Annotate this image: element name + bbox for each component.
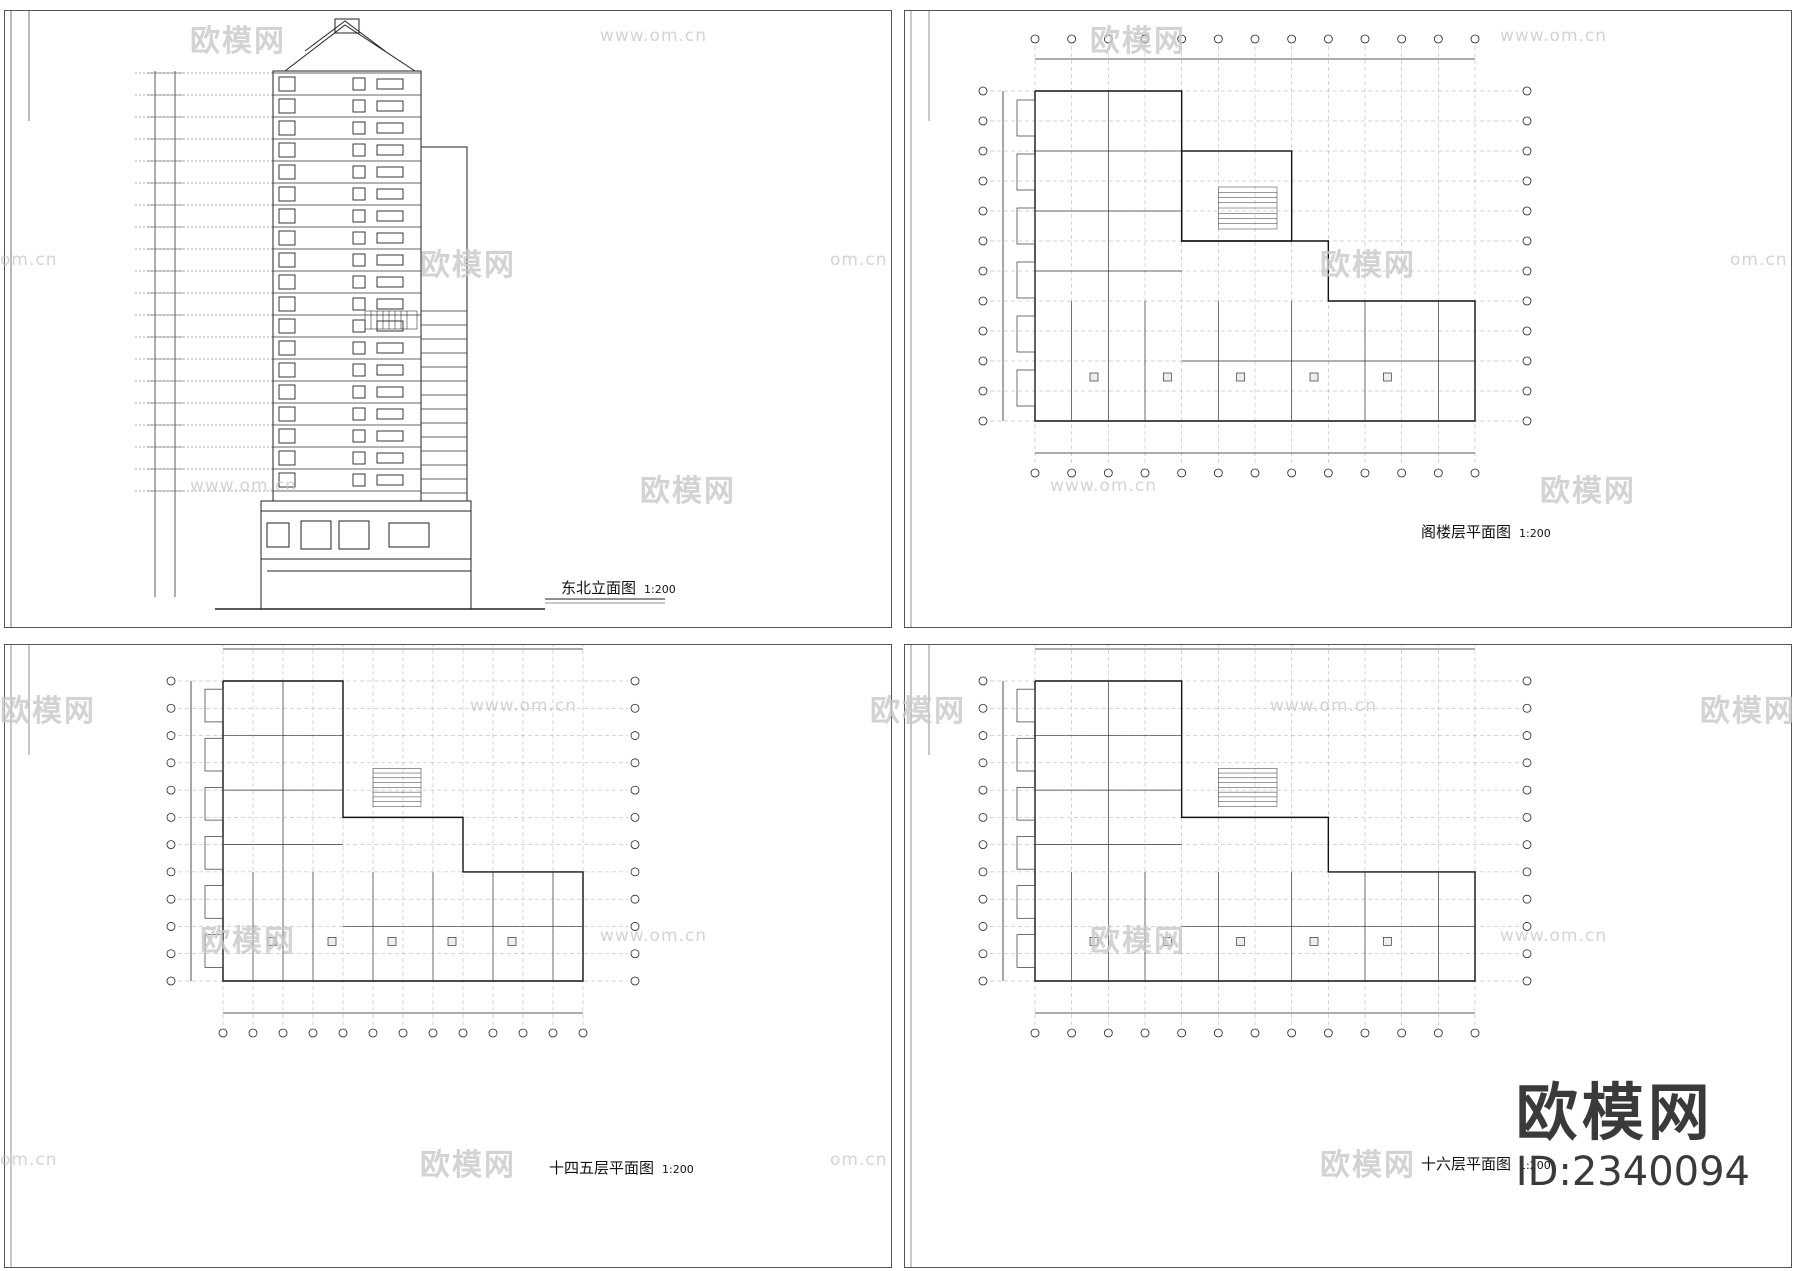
elevation-title-text: 东北立面图 bbox=[561, 579, 637, 597]
attic-plan-drawing bbox=[910, 11, 1532, 627]
elevation-title: 东北立面图 1:200 bbox=[561, 577, 676, 598]
floor-14-15-plan-title-text: 十四五层平面图 bbox=[549, 1159, 655, 1177]
floor-14-15-plan-drawing bbox=[10, 645, 640, 1267]
drawing-sheet-floor-16-plan: 十六层平面图 1:200 bbox=[904, 644, 1792, 1268]
attic-plan-title-text: 阁楼层平面图 bbox=[1421, 523, 1512, 541]
elevation-scale: 1:200 bbox=[644, 583, 676, 596]
attic-plan-scale: 1:200 bbox=[1519, 527, 1551, 540]
drawing-sheet-elevation: 东北立面图 1:200 bbox=[4, 10, 892, 628]
floor-16-plan-title-text: 十六层平面图 bbox=[1421, 1155, 1512, 1173]
attic-plan-title: 阁楼层平面图 1:200 bbox=[1421, 521, 1551, 542]
brand-logo-text: 欧模网 bbox=[1515, 1076, 1714, 1149]
floor-14-15-plan-title: 十四五层平面图 1:200 bbox=[549, 1157, 694, 1178]
floor-16-plan-title: 十六层平面图 1:200 bbox=[1421, 1153, 1551, 1174]
floor-16-plan-drawing bbox=[910, 645, 1532, 1267]
drawing-sheet-attic-plan: 阁楼层平面图 1:200 bbox=[904, 10, 1792, 628]
elevation-drawing bbox=[10, 11, 665, 627]
brand-block: 欧模网 ID:2340094 bbox=[1515, 1076, 1750, 1195]
brand-id: ID:2340094 bbox=[1515, 1149, 1750, 1195]
floor-14-15-plan-scale: 1:200 bbox=[662, 1163, 694, 1176]
floor-16-plan-scale: 1:200 bbox=[1519, 1159, 1551, 1172]
drawing-sheet-floor-14-15-plan: 十四五层平面图 1:200 bbox=[4, 644, 892, 1268]
